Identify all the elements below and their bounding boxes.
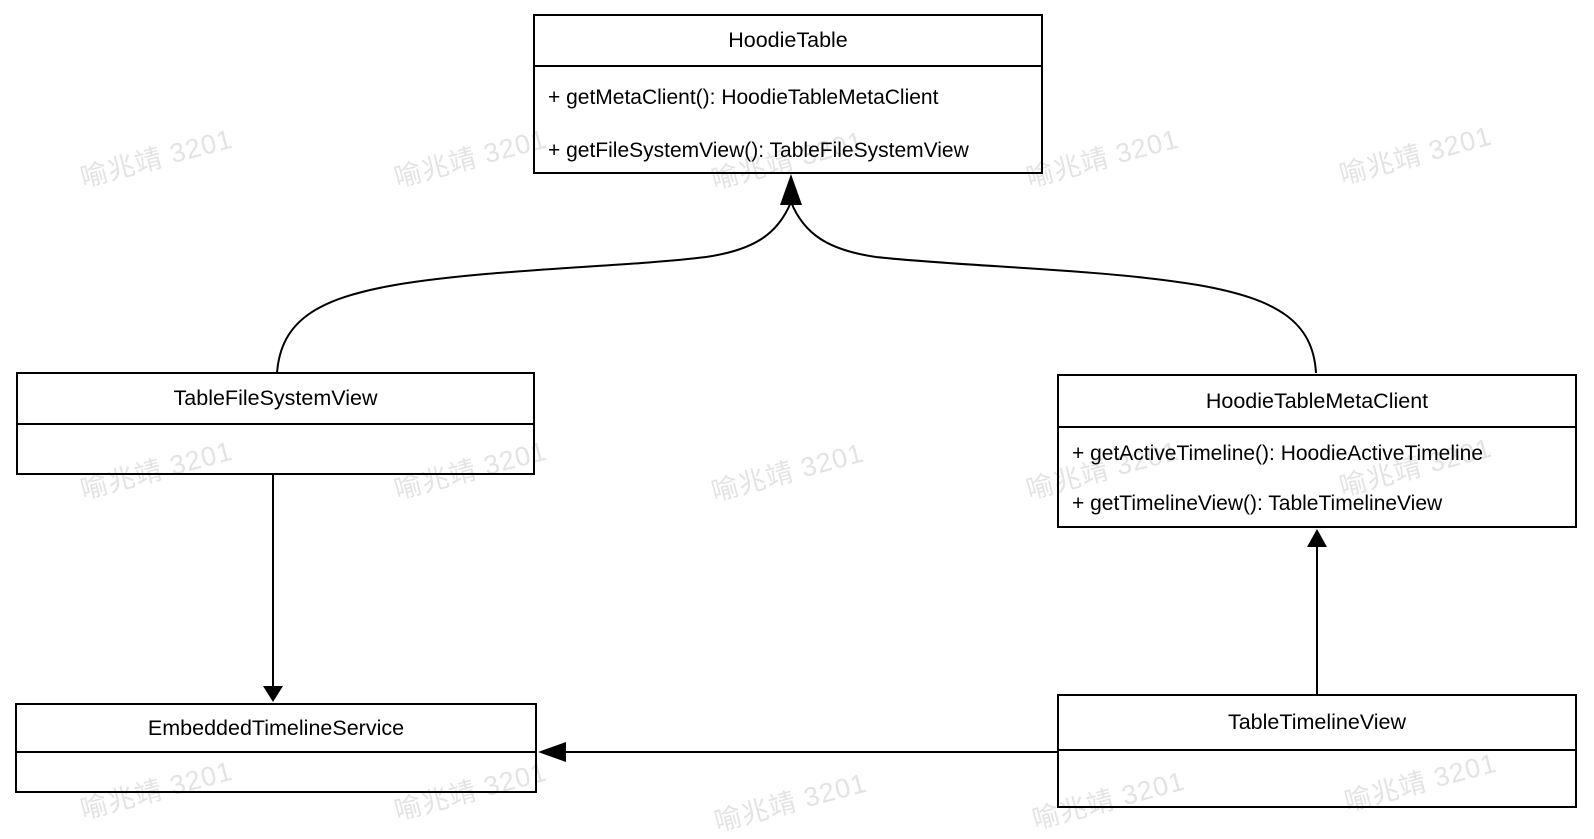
class-members: + getMetaClient(): HoodieTableMetaClient…	[535, 87, 1041, 162]
class-title: HoodieTableMetaClient	[1059, 376, 1575, 428]
watermark: 喻兆靖 3201	[1023, 123, 1183, 194]
class-box-tablefilesystemview: TableFileSystemView	[16, 372, 535, 475]
class-title: EmbeddedTimelineService	[17, 705, 535, 753]
class-method: + getFileSystemView(): TableFileSystemVi…	[548, 139, 969, 162]
watermark: 喻兆靖 3201	[1336, 120, 1496, 191]
class-box-hoodietable: HoodieTable + getMetaClient(): HoodieTab…	[533, 14, 1043, 174]
watermark: 喻兆靖 3201	[391, 123, 551, 194]
watermark: 喻兆靖 3201	[77, 123, 237, 194]
class-box-hoodietablemetaclient: HoodieTableMetaClient + getActiveTimelin…	[1057, 374, 1577, 528]
class-title: TableTimelineView	[1059, 696, 1575, 751]
class-title: HoodieTable	[535, 16, 1041, 67]
class-title: TableFileSystemView	[18, 374, 533, 425]
watermark: 喻兆靖 3201	[711, 767, 871, 838]
class-box-embeddedtimelineservice: EmbeddedTimelineService	[15, 703, 537, 793]
class-method: + getMetaClient(): HoodieTableMetaClient	[548, 86, 939, 109]
class-box-tabletimelineview: TableTimelineView	[1057, 694, 1577, 808]
class-members: + getActiveTimeline(): HoodieActiveTimel…	[1059, 443, 1575, 515]
watermark: 喻兆靖 3201	[708, 437, 868, 508]
class-method: + getTimelineView(): TableTimelineView	[1072, 492, 1443, 515]
class-method: + getActiveTimeline(): HoodieActiveTimel…	[1072, 442, 1484, 465]
